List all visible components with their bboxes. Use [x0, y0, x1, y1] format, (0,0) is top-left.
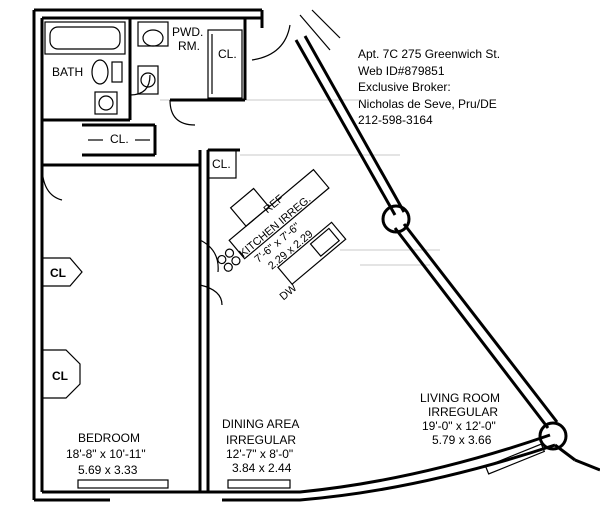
dining-dim-m: 3.84 x 2.44: [232, 461, 292, 475]
interior-walls: [42, 18, 247, 492]
dining-shape: IRREGULAR: [226, 433, 296, 447]
closet-label-bedroom-1: CL: [50, 266, 66, 280]
powder-room-fixtures: [137, 21, 169, 95]
dining-dim-ft: 12'-7" x 8'-0": [226, 447, 293, 461]
closet-label-bedroom-2: CL: [52, 369, 68, 383]
listing-phone: 212-598-3164: [358, 113, 433, 127]
bathtub: [44, 21, 126, 55]
entry-corner: [251, 9, 341, 61]
sink: [94, 91, 118, 115]
room-label-powder-room: PWD.: [172, 25, 203, 39]
listing-info: Apt. 7C 275 Greenwich St. Web ID#879851 …: [358, 46, 500, 129]
closet-label-hall: CL.: [110, 132, 129, 146]
listing-broker-name: Nicholas de Seve, Pru/DE: [358, 96, 497, 111]
column: [381, 204, 411, 234]
living-shape: IRREGULAR: [428, 405, 498, 419]
closet-kitchen: [207, 149, 237, 179]
door-swing: [199, 284, 223, 306]
column: [538, 421, 568, 451]
listing-broker-heading: Exclusive Broker:: [358, 80, 451, 94]
living-dim-m: 5.79 x 3.66: [432, 433, 492, 447]
bedroom-dim-m: 5.69 x 3.33: [78, 463, 138, 477]
door-swing: [199, 239, 219, 273]
window: [227, 479, 291, 489]
window: [484, 443, 546, 475]
listing-address: Apt. 7C 275 Greenwich St.: [358, 47, 501, 61]
room-label-powder-room-2: RM.: [178, 39, 200, 53]
closet-powder: [207, 29, 243, 99]
bedroom-closet-2: [41, 349, 81, 399]
listing-web-id: Web ID#879851: [358, 63, 445, 78]
exterior-walls: [32, 8, 600, 502]
dining-name: DINING AREA: [222, 417, 299, 431]
window: [77, 479, 169, 489]
bedroom-closet-1: [41, 257, 83, 287]
door-swing: [129, 74, 151, 96]
toilet-tank: [111, 61, 123, 83]
living-dim-ft: 19'-0" x 12'-0": [422, 419, 496, 433]
toilet: [91, 59, 109, 85]
room-label-bath: BATH: [52, 65, 83, 79]
kitchen-dw-label: DW: [278, 282, 300, 303]
kitchen-counter: [217, 168, 347, 286]
living-name: LIVING ROOM: [420, 391, 500, 405]
closet-label-powder: CL.: [218, 47, 237, 61]
door-swing: [41, 164, 63, 201]
bedroom-name: BEDROOM: [78, 431, 140, 445]
closet-label-kitchen: CL.: [212, 157, 231, 171]
bedroom-dim-ft: 18'-8" x 10'-11": [66, 447, 146, 461]
door-swing: [169, 99, 196, 126]
